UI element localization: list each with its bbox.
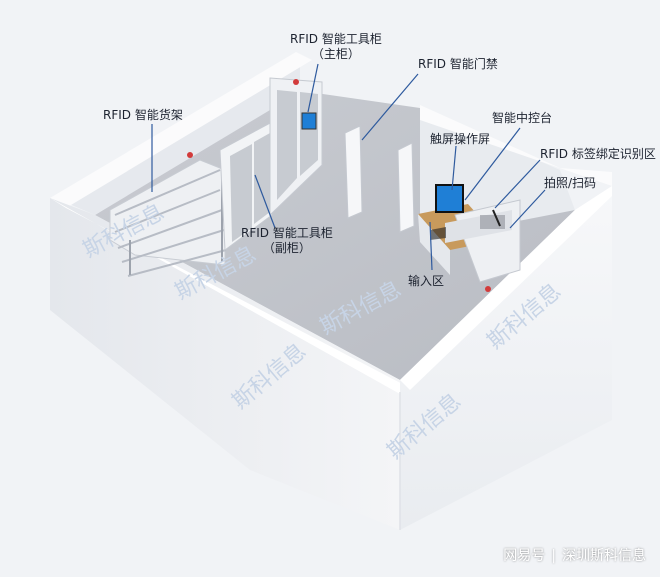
label-rfid-gate: RFID 智能门禁	[418, 57, 498, 71]
label-input-area: 输入区	[408, 274, 445, 288]
label-main-cabinet-line2: （主柜）	[311, 47, 360, 61]
label-main-cabinet: RFID 智能工具柜 （主柜）	[290, 32, 382, 62]
smart-console	[418, 184, 521, 292]
label-sub-cabinet-line2: （副柜）	[262, 241, 311, 255]
leader-lines	[151, 63, 546, 271]
footer-platform: 网易号	[503, 548, 546, 564]
label-smart-console: 智能中控台	[492, 111, 553, 125]
left-wall	[50, 198, 400, 530]
footer-account: 深圳斯科信息	[562, 548, 646, 564]
label-photo-scan: 拍照/扫码	[544, 176, 597, 190]
right-wall-top	[420, 105, 612, 186]
label-sub-cabinet-line1: RFID 智能工具柜	[241, 226, 333, 240]
label-sub-cabinet: RFID 智能工具柜 （副柜）	[241, 226, 333, 256]
rfid-tool-cabinet-sub	[219, 121, 273, 251]
rfid-smart-shelf	[109, 159, 227, 277]
footer-separator: |	[551, 548, 556, 564]
label-touch-screen: 触屏操作屏	[430, 132, 491, 146]
rfid-tool-cabinet-main	[269, 77, 323, 217]
label-rfid-tag-binding: RFID 标签绑定识别区	[540, 147, 656, 161]
rfid-gate	[344, 125, 415, 233]
console-touch-screen	[435, 184, 464, 213]
cabinet-touch-screen	[301, 112, 317, 130]
label-main-cabinet-line1: RFID 智能工具柜	[290, 32, 382, 46]
footer-credit: 网易号 | 深圳斯科信息	[503, 545, 646, 565]
right-wall	[400, 186, 612, 530]
label-rfid-shelf: RFID 智能货架	[103, 108, 183, 122]
right-wall-top	[400, 186, 612, 390]
back-wall-top	[50, 52, 312, 208]
